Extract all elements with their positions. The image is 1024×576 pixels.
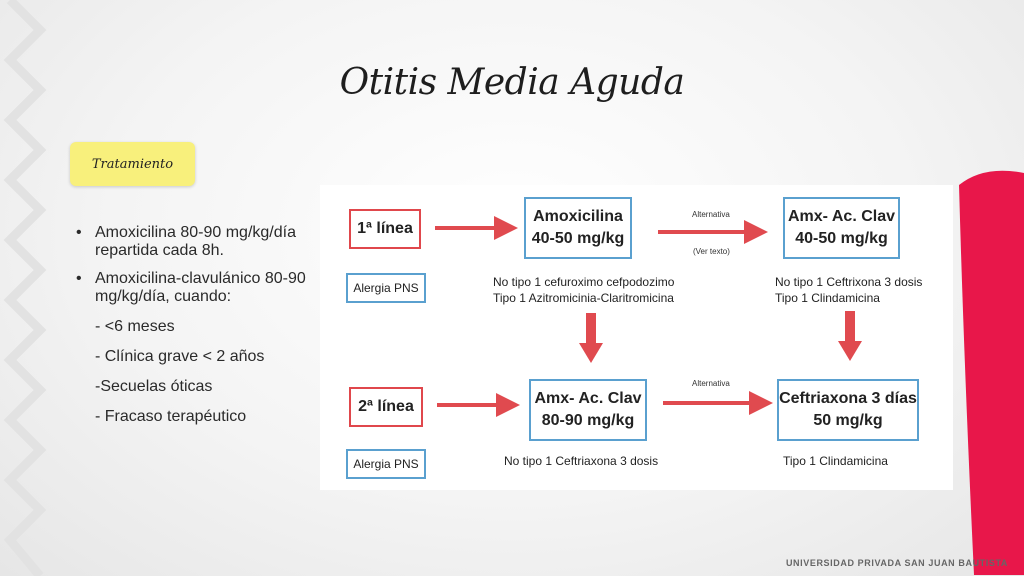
university-footer: UNIVERSIDAD PRIVADA SAN JUAN BAUTISTA (785, 558, 1008, 568)
line1-box: 1ª línea (349, 209, 421, 249)
amx-clav-box-1: Amx- Ac. Clav 40-50 mg/kg (783, 197, 900, 259)
amx-clav-dose: 40-50 mg/kg (795, 230, 888, 247)
amoxicilina-box: Amoxicilina 40-50 mg/kg (524, 197, 632, 259)
arrow-down-right-head (838, 341, 862, 361)
clav1-allergy-tipo1: Tipo 1 Clindamicina (775, 291, 880, 305)
condition-item: - Fracaso terapéutico (95, 408, 247, 425)
amx-clav-name: Amx- Ac. Clav (788, 208, 895, 225)
ceftri-allergy-tipo1: Tipo 1 Clindamicina (783, 454, 888, 468)
arrow-down-left-head (579, 343, 603, 363)
amoxicilina-name: Amoxicilina (533, 208, 623, 225)
amox-allergy-tipo1: Tipo 1 Azitromicinia-Claritromicina (493, 291, 674, 305)
ver-texto-label: (Ver texto) (693, 247, 730, 256)
line2-box: 2ª línea (349, 387, 423, 427)
bullet-amoxicilina: Amoxicilina 80-90 mg/kg/día repartida ca… (72, 224, 312, 260)
tratamiento-tag: Tratamiento (70, 142, 195, 186)
bullet-amoxicilina-clavulanico: Amoxicilina-clavulánico 80-90 mg/kg/día,… (72, 270, 312, 306)
amx-clav-name: Amx- Ac. Clav (534, 390, 642, 407)
condition-item: -Secuelas óticas (95, 378, 213, 395)
ceftriaxona-name: Ceftriaxona 3 días (779, 390, 917, 407)
ceftriaxona-dose: 50 mg/kg (813, 412, 883, 429)
amoxicilina-dose: 40-50 mg/kg (531, 230, 625, 247)
ceftriaxona-box: Ceftriaxona 3 días 50 mg/kg (777, 379, 919, 441)
arrow-down-right-shaft (845, 311, 855, 343)
treatment-bullets: Amoxicilina 80-90 mg/kg/día repartida ca… (72, 224, 312, 426)
zigzag-background (3, 0, 47, 576)
condition-item: - <6 meses (95, 318, 175, 335)
alternativa-label-2: Alternativa (692, 379, 730, 388)
treatment-flowchart: 1ª línea Alergia PNS Amoxicilina 40-50 m… (320, 185, 953, 490)
arrow-down-left-shaft (586, 313, 596, 345)
alternativa-label-1: Alternativa (692, 210, 730, 219)
clav2-allergy-notipo1: No tipo 1 Ceftriaxona 3 dosis (504, 454, 659, 468)
amx-clav-box-2: Amx- Ac. Clav 80-90 mg/kg (529, 379, 647, 441)
flow-arrows (435, 216, 862, 417)
amx-clav-dose: 80-90 mg/kg (541, 412, 635, 429)
allergy-box-2: Alergia PNS (346, 449, 426, 479)
amox-allergy-notipo1: No tipo 1 cefuroximo cefpodozimo (493, 275, 675, 289)
clav1-allergy-notipo1: No tipo 1 Ceftrixona 3 dosis (775, 275, 923, 289)
condition-item: - Clínica grave < 2 años (95, 348, 265, 365)
page-title: Otitis Media Aguda (339, 62, 685, 103)
allergy-box-1: Alergia PNS (346, 273, 426, 303)
red-accent-shape (959, 170, 1024, 575)
